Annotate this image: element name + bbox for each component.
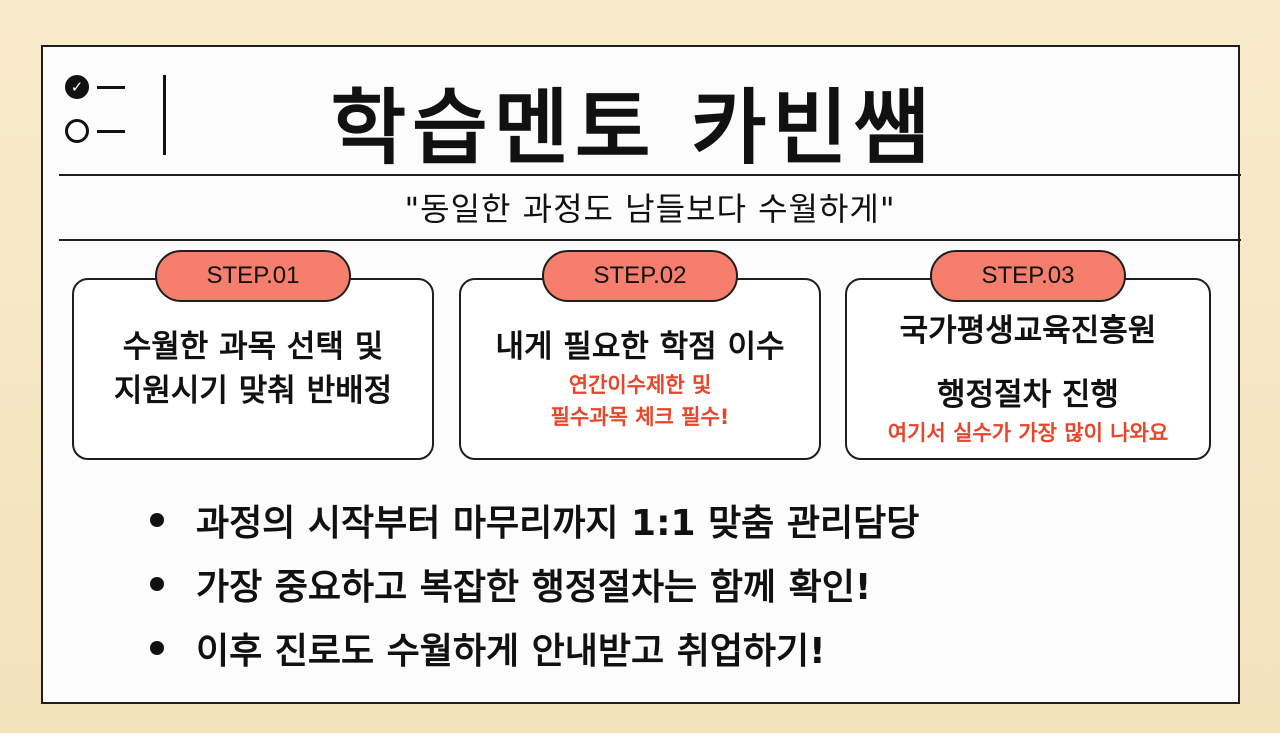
step-card-3: 국가평생교육진흥원 행정절차 진행 여기서 실수가 가장 많이 나와요 [845, 278, 1211, 460]
step-3-badge: STEP.03 [930, 250, 1126, 302]
checklist-dash [97, 85, 125, 89]
step-2-note-2: 필수과목 체크 필수! [550, 405, 730, 429]
step-3-note-1: 여기서 실수가 가장 많이 나와요 [887, 421, 1169, 445]
bullet-dot-icon [150, 641, 164, 655]
checklist-icon: ✓ [65, 75, 175, 165]
divider-top [59, 174, 1241, 176]
benefit-list: 과정의 시작부터 마무리까지 1:1 맞춤 관리담당 가장 중요하고 복잡한 행… [150, 488, 1150, 680]
checklist-row-unchecked [65, 119, 125, 143]
checklist-row-checked: ✓ [65, 75, 125, 99]
step-1-line-1: 수월한 과목 선택 및 [122, 329, 384, 365]
step-3-line-2: 행정절차 진행 [937, 377, 1119, 413]
list-item-text: 과정의 시작부터 마무리까지 1:1 맞춤 관리담당 [196, 503, 920, 544]
step-card-2: 내게 필요한 학점 이수 연간이수제한 및 필수과목 체크 필수! [459, 278, 821, 460]
list-item-text: 이후 진로도 수월하게 안내받고 취업하기! [196, 631, 826, 672]
page-subtitle: "동일한 과정도 남들보다 수월하게" [404, 190, 896, 228]
step-card-1: 수월한 과목 선택 및 지원시기 맞춰 반배정 [72, 278, 434, 460]
step-2-line-1: 내게 필요한 학점 이수 [495, 329, 785, 365]
list-item: 이후 진로도 수월하게 안내받고 취업하기! [150, 616, 1150, 680]
step-1-line-2: 지원시기 맞춰 반배정 [113, 373, 393, 409]
bullet-dot-icon [150, 513, 164, 527]
step-1-badge: STEP.01 [155, 250, 351, 302]
checklist-dash [97, 129, 125, 133]
step-2-badge: STEP.02 [542, 250, 738, 302]
step-3-line-1: 국가평생교육진흥원 [899, 313, 1157, 349]
step-2-note-1: 연간이수제한 및 [568, 373, 712, 397]
list-item-text: 가장 중요하고 복잡한 행정절차는 함께 확인! [196, 567, 872, 608]
list-item: 가장 중요하고 복잡한 행정절차는 함께 확인! [150, 552, 1150, 616]
page-title: 학습멘토 카빈쌤 [330, 80, 936, 176]
bullet-dot-icon [150, 577, 164, 591]
unchecked-circle-icon [65, 119, 89, 143]
checked-circle-icon: ✓ [65, 75, 89, 99]
checklist-divider [163, 75, 166, 155]
divider-bottom [59, 239, 1241, 241]
list-item: 과정의 시작부터 마무리까지 1:1 맞춤 관리담당 [150, 488, 1150, 552]
card-top-border [43, 45, 1238, 47]
